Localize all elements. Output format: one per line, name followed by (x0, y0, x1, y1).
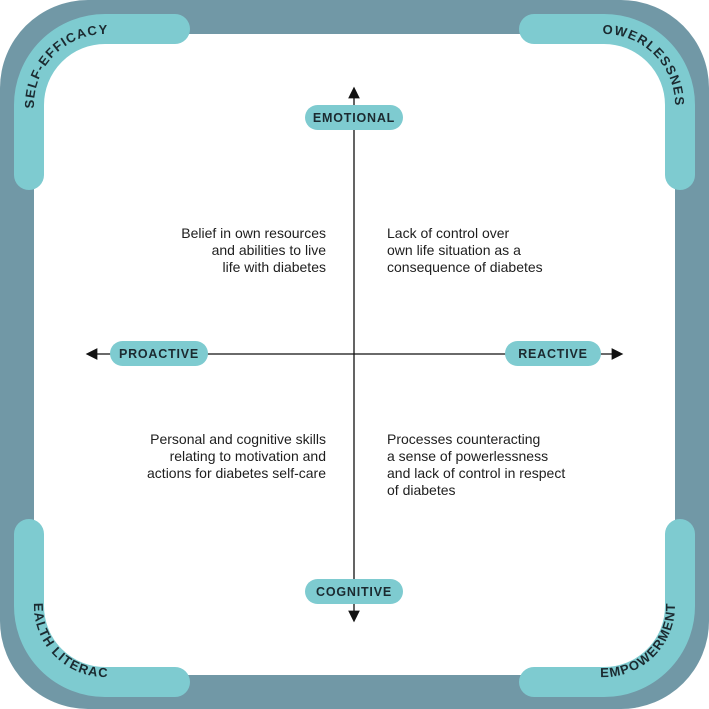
quadrant-text-bottom-left: Personal and cognitive skills relating t… (147, 431, 326, 481)
quadrant-text-top-left: Belief in own resources and abilities to… (181, 225, 326, 275)
svg-text:REACTIVE: REACTIVE (518, 347, 588, 361)
quadrant-text-bottom-right: Processes counteracting a sense of power… (387, 431, 566, 498)
svg-text:PROACTIVE: PROACTIVE (119, 347, 199, 361)
axis-label-emotional: EMOTIONAL (305, 105, 403, 130)
svg-text:COGNITIVE: COGNITIVE (316, 585, 392, 599)
svg-text:EMOTIONAL: EMOTIONAL (313, 111, 395, 125)
axis-label-proactive: PROACTIVE (110, 341, 208, 366)
quadrant-text-top-right: Lack of control over own life situation … (387, 225, 543, 275)
axis-label-reactive: REACTIVE (505, 341, 601, 366)
axis-label-cognitive: COGNITIVE (305, 579, 403, 604)
